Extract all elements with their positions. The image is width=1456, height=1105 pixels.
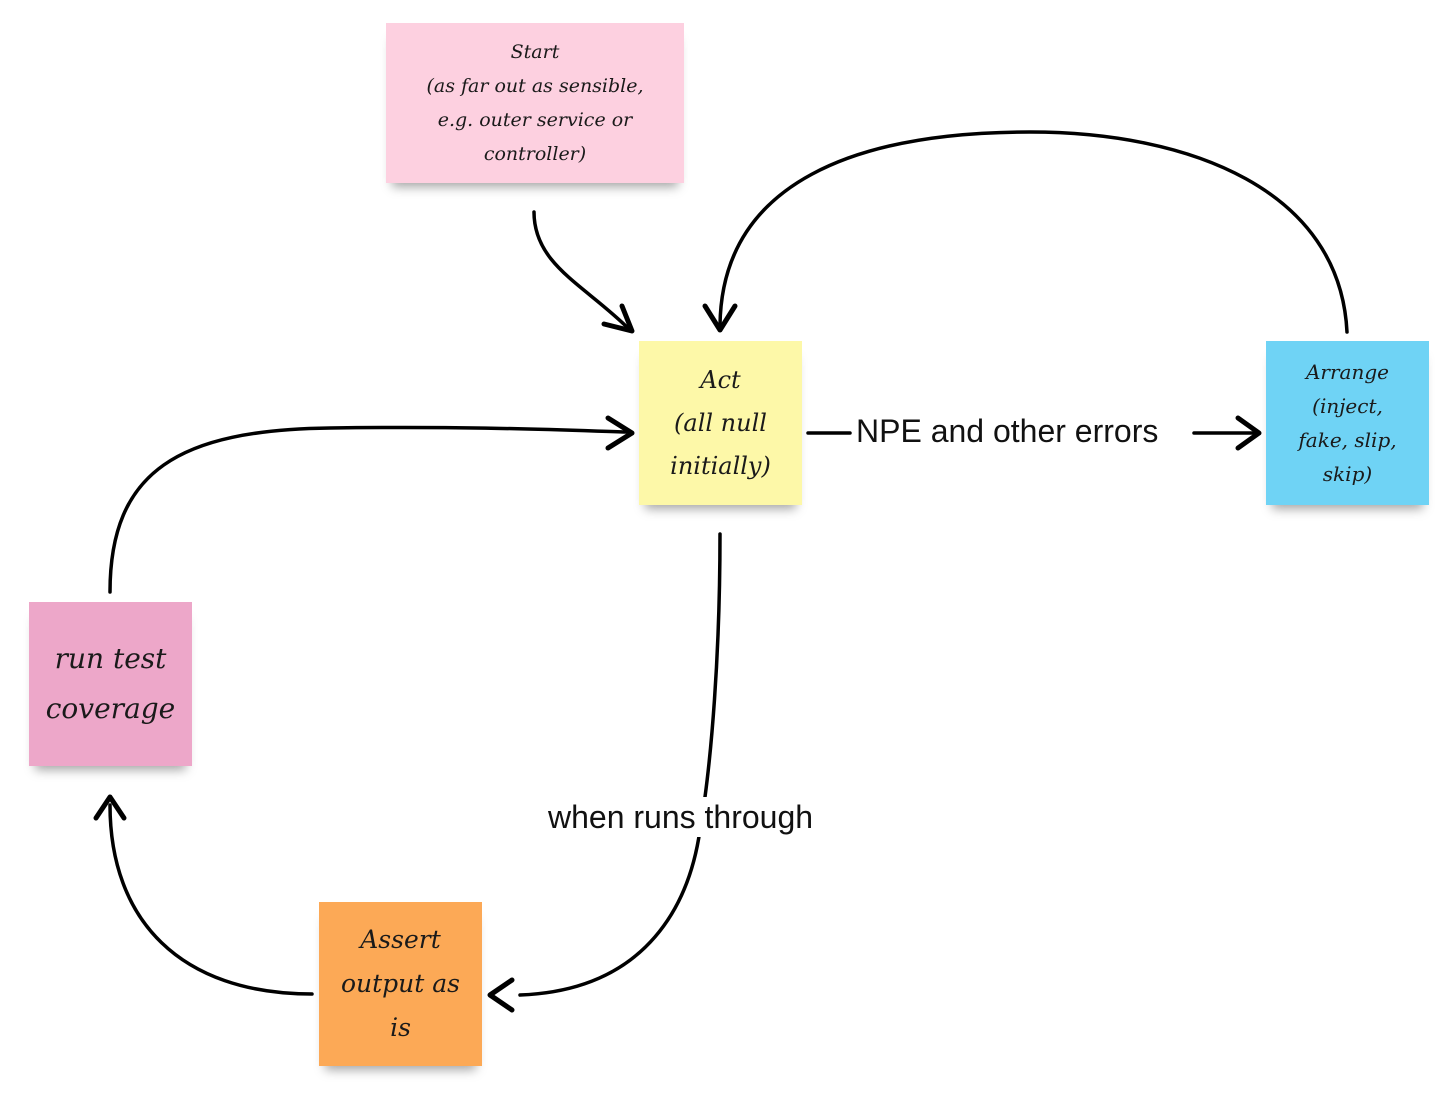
arrowhead-start-to-act [601,303,635,334]
arrowhead-assert-to-run [93,794,127,821]
sticky-note-act: Act (all null initially) [639,341,802,505]
arrow-act-to-assert [518,532,722,997]
arrow-start-to-act [532,210,632,332]
sticky-note-arrange-text: Arrange (inject, fake, slip, skip) [1298,360,1397,486]
arrowhead-arrange-to-act [702,303,738,333]
sticky-note-assert: Assert output as is [319,902,482,1066]
arrow-arrange-to-act [718,130,1349,334]
arrowhead-act-to-assert [487,977,515,1013]
sticky-note-start: Start (as far out as sensible, e.g. oute… [386,23,684,183]
sticky-note-act-text: Act (all null initially) [670,365,771,480]
sticky-note-start-text: Start (as far out as sensible, e.g. oute… [426,41,644,165]
sticky-note-arrange: Arrange (inject, fake, slip, skip) [1266,341,1429,505]
sticky-note-assert-text: Assert output as is [340,925,461,1042]
edge-label-runs-through: when runs through [544,797,818,837]
arrow-assert-to-run [108,803,314,996]
arrowhead-run-to-act [605,415,635,451]
sticky-note-run-test-coverage-text: run test coverage [45,642,176,725]
sticky-note-run-test-coverage: run test coverage [29,602,192,766]
arrowhead-act-to-arrange [1235,415,1262,451]
edge-label-npe-errors: NPE and other errors [852,411,1163,451]
arrow-run-to-act [108,425,628,594]
